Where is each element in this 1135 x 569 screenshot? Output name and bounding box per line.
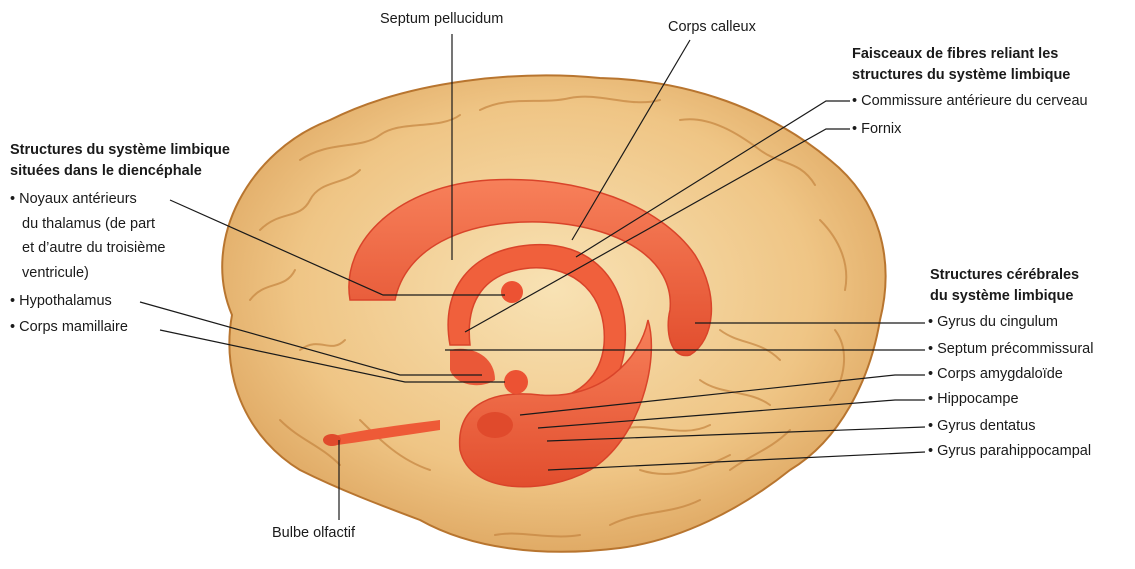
fibres-group-title-line1: Faisceaux de fibres reliant les — [852, 44, 1058, 64]
label-septum-pellucidum: Septum pellucidum — [380, 10, 503, 29]
label-septum-precommissural: Septum précommissural — [928, 340, 1093, 359]
cerebral-group-title-line2: du système limbique — [930, 286, 1073, 306]
label-gyrus-parahippocampal: Gyrus parahippocampal — [928, 442, 1091, 461]
label-bulbe-olfactif: Bulbe olfactif — [272, 524, 355, 543]
mamillary-body — [504, 370, 528, 394]
label-gyrus-cingulum: Gyrus du cingulum — [928, 313, 1058, 332]
amygdala — [477, 412, 513, 438]
label-noyaux-line3: et d’autre du troisième — [10, 239, 165, 258]
label-corps-mamillaire: Corps mamillaire — [10, 318, 128, 337]
label-noyaux-line4: ventricule) — [10, 264, 89, 283]
label-fornix: Fornix — [852, 120, 901, 139]
label-corps-amygdaloide: Corps amygdaloïde — [928, 365, 1063, 384]
diencephale-group-title-line2: situées dans le diencéphale — [10, 161, 202, 181]
label-noyaux-line2: du thalamus (de part — [10, 215, 155, 234]
label-noyaux-anterieurs: Noyaux antérieurs — [10, 190, 137, 209]
anterior-thalamic-nuclei — [501, 281, 523, 303]
label-hippocampe: Hippocampe — [928, 390, 1019, 409]
label-gyrus-dentatus: Gyrus dentatus — [928, 417, 1035, 436]
cerebral-group-title-line1: Structures cérébrales — [930, 265, 1079, 285]
fibres-group-title-line2: structures du système limbique — [852, 65, 1070, 85]
label-corps-calleux: Corps calleux — [668, 18, 756, 37]
diencephale-group-title-line1: Structures du système limbique — [10, 140, 230, 160]
olfactory-bulb — [323, 434, 341, 446]
label-hypothalamus: Hypothalamus — [10, 292, 112, 311]
label-commissure-anterieure: Commissure antérieure du cerveau — [852, 92, 1088, 111]
